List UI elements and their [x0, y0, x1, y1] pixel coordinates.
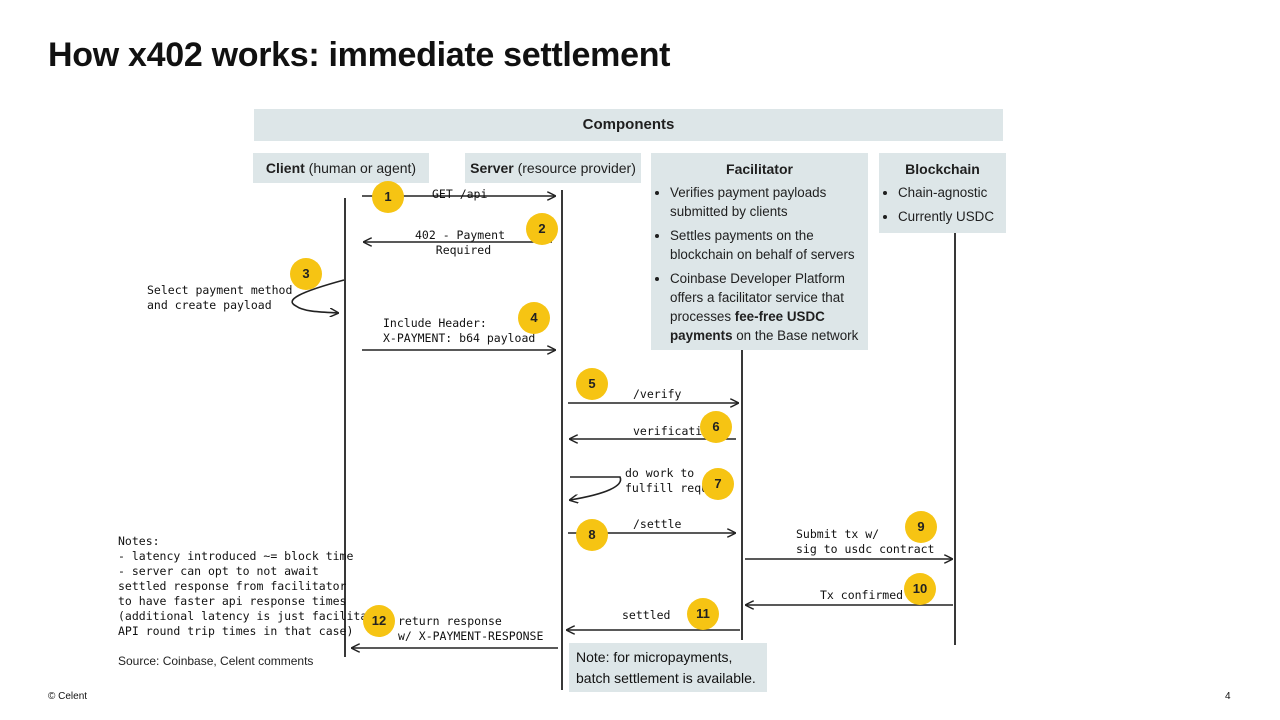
step-8-label: /settle — [633, 517, 682, 531]
step-badge-3: 3 — [290, 258, 322, 290]
page-number: 4 — [1225, 691, 1231, 702]
step-badge-10: 10 — [904, 573, 936, 605]
step-badge-12: 12 — [363, 605, 395, 637]
step-badge-1: 1 — [372, 181, 404, 213]
client-name: Client — [265, 160, 305, 176]
blockchain-box: Blockchain Chain-agnostic Currently USDC — [879, 153, 1006, 233]
blockchain-bullets: Chain-agnostic Currently USDC — [879, 183, 1006, 226]
facilitator-bullet: Settles payments on the blockchain on be… — [670, 226, 868, 264]
step-badge-5: 5 — [576, 368, 608, 400]
facilitator-box: Facilitator Verifies payment payloads su… — [651, 153, 868, 350]
step-2-label: 402 - Payment Required — [415, 228, 506, 257]
step-7-label: do work to fulfill request — [625, 466, 729, 495]
notes-text: Notes: - latency introduced ~= block tim… — [118, 534, 389, 638]
step-badge-8: 8 — [576, 519, 608, 551]
copyright: © Celent — [48, 691, 88, 702]
blockchain-title: Blockchain — [905, 161, 980, 177]
step-3-label: Select payment method and create payload — [147, 283, 293, 312]
step-badge-4: 4 — [518, 302, 550, 334]
facilitator-title: Facilitator — [726, 161, 793, 177]
components-header: Components — [254, 109, 1003, 141]
facilitator-bullet: Coinbase Developer Platform offers a fac… — [670, 269, 868, 345]
micropayment-note: Note: for micropayments, batch settlemen… — [569, 643, 767, 692]
page-title: How x402 works: immediate settlement — [48, 36, 671, 74]
blockchain-bullet: Currently USDC — [898, 207, 1006, 226]
facilitator-bullet-bold: fee-free USDC payments — [670, 309, 825, 343]
step-badge-9: 9 — [905, 511, 937, 543]
step-1-label: GET /api — [432, 187, 488, 201]
client-detail: (human or agent) — [304, 160, 417, 176]
facilitator-bullet: Verifies payment payloads submitted by c… — [670, 183, 868, 221]
client-header: Client (human or agent) — [253, 153, 429, 183]
step-badge-7: 7 — [702, 468, 734, 500]
step-12-label: return response w/ X-PAYMENT-RESPONSE — [398, 614, 544, 643]
step-badge-6: 6 — [700, 411, 732, 443]
step-10-label: Tx confirmed — [820, 588, 904, 602]
blockchain-bullet: Chain-agnostic — [898, 183, 1006, 202]
arrow-3 — [291, 279, 345, 313]
step-badge-2: 2 — [526, 213, 558, 245]
server-header: Server (resource provider) — [465, 153, 641, 183]
step-badge-11: 11 — [687, 598, 719, 630]
step-4-label: Include Header: X-PAYMENT: b64 payload — [383, 316, 536, 345]
step-9-label: Submit tx w/ sig to usdc contract — [796, 527, 935, 556]
source-note: Source: Coinbase, Celent comments — [118, 654, 314, 668]
step-6-label: verification — [633, 424, 717, 438]
facilitator-bullet-text: Coinbase Developer Platform offers a fac… — [670, 271, 845, 324]
step-11-label: settled — [622, 608, 671, 622]
facilitator-bullets: Verifies payment payloads submitted by c… — [651, 183, 868, 345]
facilitator-bullet-text: on the Base network — [732, 328, 859, 343]
server-name: Server — [470, 160, 514, 176]
step-5-label: /verify — [633, 387, 682, 401]
server-detail: (resource provider) — [513, 160, 636, 176]
arrow-7 — [570, 476, 622, 500]
